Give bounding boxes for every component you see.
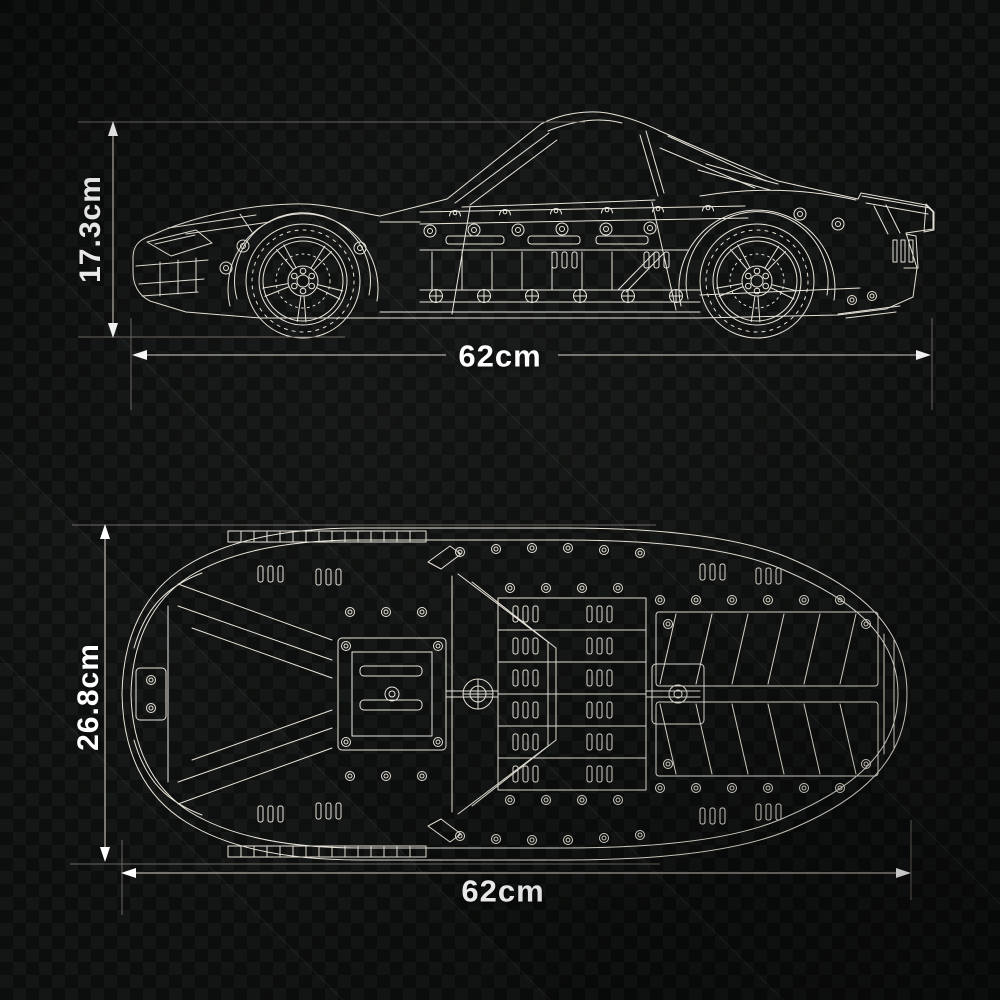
side-view-blueprint	[132, 111, 935, 339]
dimension-lines	[70, 121, 933, 915]
side-view-length-label: 62cm	[458, 338, 542, 374]
top-view-width-label: 26.8cm	[72, 643, 105, 751]
side-view-height-label: 17.3cm	[74, 175, 107, 283]
top-view-length-label: 62cm	[461, 873, 545, 909]
top-view-blueprint	[121, 527, 908, 861]
